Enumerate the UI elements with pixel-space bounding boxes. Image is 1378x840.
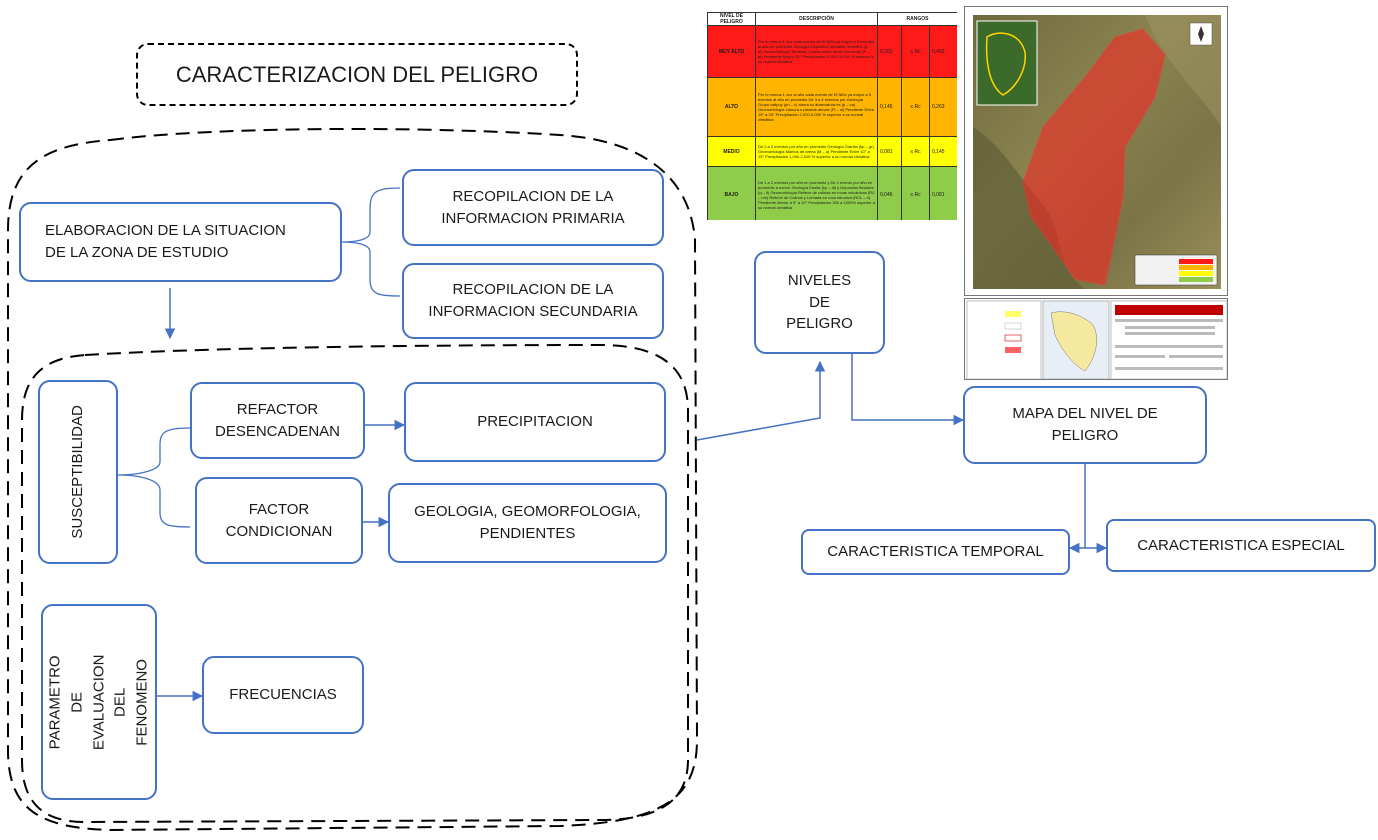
temporal-box: CARACTERISTICA TEMPORAL [801,529,1070,575]
hazard-zone-polygon [1022,28,1166,286]
table-level: MUY ALTO [707,25,756,78]
refactor-box: REFACTOR DESENCADENAN [190,382,365,459]
geologia-box: GEOLOGIA, GEOMORFOLOGIA, PENDIENTES [388,483,667,563]
hazard-map-image [964,6,1228,296]
geologia-label: GEOLOGIA, GEOMORFOLOGIA, PENDIENTES [414,503,641,542]
refactor-label: REFACTOR DESENCADENAN [214,400,341,440]
elaboracion-box: ELABORACION DE LA SITUACION DE LA ZONA D… [19,202,342,282]
hazard-map-svg [973,15,1221,289]
outer-dashed-container [7,127,699,832]
especial-box: CARACTERISTICA ESPECIAL [1106,519,1376,572]
table-range-low: 0,046 [877,166,902,220]
table-range-high: 0,145 [929,136,957,167]
elaboracion-label: ELABORACION DE LA SITUACION DE LA ZONA D… [45,222,286,261]
table-row: BAJO De 1 a 2 eventos por año en promedi… [707,166,957,220]
mapa-nivel-label: MAPA DEL NIVEL DE PELIGRO [1012,405,1158,444]
especial-label: CARACTERISTICA ESPECIAL [1137,536,1345,554]
precipitacion-box: PRECIPITACION [404,382,666,462]
table-range-high: 0,263 [929,77,957,137]
hazard-table: NIVEL DE PELIGRO DESCRIPCIÓN RANGOS MUY … [707,12,957,220]
table-header-rangos: RANGOS [877,12,957,26]
recopilacion-primaria-box: RECOPILACION DE LA INFORMACION PRIMARIA [402,169,664,246]
table-range-high: 0,081 [929,166,957,220]
table-range-low: 0,145 [877,77,902,137]
diagram-title: CARACTERIZACION DEL PELIGRO [136,43,578,106]
inner-dashed-container [21,343,689,824]
table-range-op: ≤ Rc [901,77,930,137]
table-desc: De 1 a 2 eventos por año en promedio y D… [755,166,878,220]
arrow-niveles-mapa [851,354,965,426]
table-range-low: 0,263 [877,25,902,78]
map-cartouche-image [964,298,1228,380]
frecuencias-label: FRECUENCIAS [229,686,337,704]
parametro-box: PARAMETRO DE EVALUACION DEL FENOMENO [41,604,157,800]
recopilacion-primaria-label: RECOPILACION DE LA INFORMACION PRIMARIA [441,187,625,227]
recopilacion-secundaria-label: RECOPILACION DE LA INFORMACION SECUNDARI… [428,281,638,320]
table-range-op: ≤ Rc [901,25,930,78]
recopilacion-secundaria-box: RECOPILACION DE LA INFORMACION SECUNDARI… [402,263,664,339]
temporal-label: CARACTERISTICA TEMPORAL [827,543,1044,561]
precipitacion-label: PRECIPITACION [477,413,593,431]
table-desc: Por lo menos 1 vez al año cada evento de… [755,77,878,137]
table-level: ALTO [707,77,756,137]
susceptibilidad-box: SUSCEPTIBILIDAD [38,380,118,564]
table-level: MEDIO [707,136,756,167]
brace-susceptibilidad [117,427,191,528]
table-header-descripcion: DESCRIPCIÓN [755,12,878,26]
factor-box: FACTOR CONDICIONAN [195,477,363,564]
mapa-nivel-box: MAPA DEL NIVEL DE PELIGRO [963,386,1207,464]
frecuencias-box: FRECUENCIAS [202,656,364,734]
table-range-high: 0,455 [929,25,957,78]
table-range-low: 0,081 [877,136,902,167]
niveles-label: NIVELES DE PELIGRO [786,271,853,333]
table-desc: De 2 a 3 eventos por año en promedio Geo… [755,136,878,167]
table-level: BAJO [707,166,756,220]
brace-elaboracion [341,187,401,297]
table-range-op: ≤ Rc [901,166,930,220]
niveles-box: NIVELES DE PELIGRO [754,251,885,354]
table-desc: Por lo menos 1 vez cada evento de El Niñ… [755,25,878,78]
table-row: MUY ALTO Por lo menos 1 vez cada evento … [707,25,957,78]
map-cartouche-svg [966,300,1227,379]
table-header-nivel: NIVEL DE PELIGRO [707,12,756,26]
parametro-label: PARAMETRO DE EVALUACION DEL FENOMENO [46,654,151,750]
table-row: ALTO Por lo menos 1 vez al año cada even… [707,77,957,137]
factor-label: FACTOR CONDICIONAN [225,500,333,540]
susceptibilidad-label: SUSCEPTIBILIDAD [69,405,87,539]
table-range-op: ≤ Rc [901,136,930,167]
arrow-to-niveles [696,360,826,441]
table-row: MEDIO De 2 a 3 eventos por año en promed… [707,136,957,167]
hazard-table-wrapper: NIVEL DE PELIGRO DESCRIPCIÓN RANGOS MUY … [707,12,957,220]
